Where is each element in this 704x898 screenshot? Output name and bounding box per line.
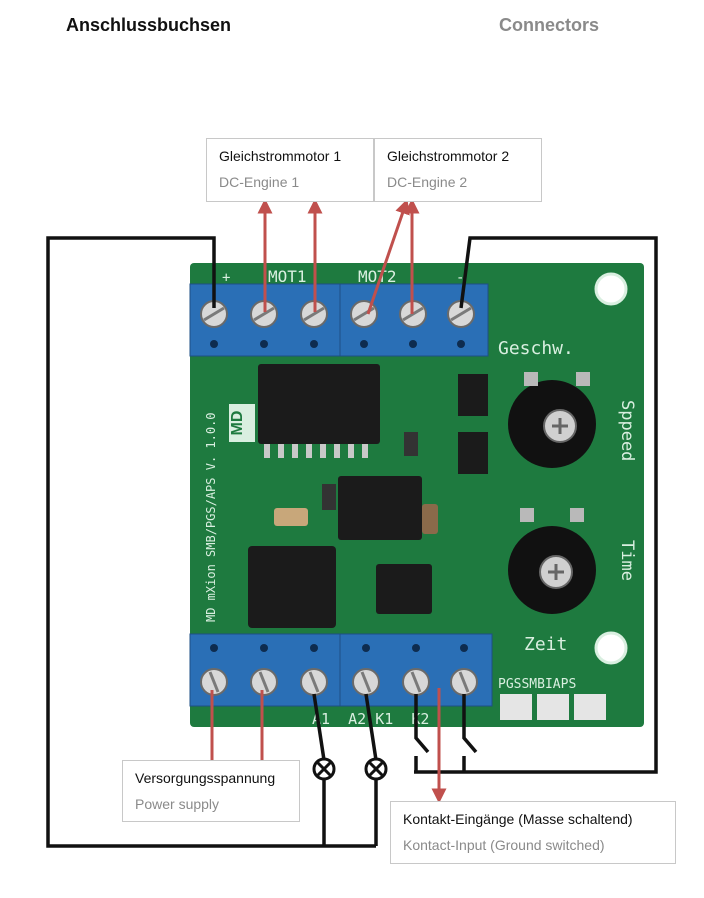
silk-time-de: Zeit bbox=[524, 634, 567, 655]
red-arrows bbox=[210, 198, 447, 804]
label-power-supply-de: Versorgungsspannung bbox=[135, 770, 276, 786]
lamp-a2-icon bbox=[364, 757, 388, 781]
diode-1 bbox=[458, 374, 488, 416]
variant-pads bbox=[500, 694, 606, 720]
svg-text:MD: MD bbox=[229, 411, 246, 436]
label-contact-inputs: Kontakt-Eingänge (Masse schaltend) Konta… bbox=[390, 801, 676, 864]
label-motor-2-de: Gleichstrommotor 2 bbox=[387, 148, 510, 164]
ic-controller bbox=[376, 564, 432, 614]
heading-german: Anschlussbuchsen bbox=[66, 15, 232, 35]
label-motor-2-en: DC-Engine 2 bbox=[387, 174, 468, 190]
small-diode bbox=[404, 432, 418, 456]
label-contact-inputs-en: Kontact-Input (Ground switched) bbox=[403, 837, 605, 853]
label-power-supply-en: Power supply bbox=[135, 796, 220, 812]
lamp-a1-icon bbox=[312, 757, 336, 781]
resistor bbox=[422, 504, 438, 534]
potentiometer-speed[interactable] bbox=[508, 372, 596, 468]
silk-side-text: MD mXion SMB/PGS/APS V. 1.0.0 bbox=[204, 412, 218, 622]
silk-time-en: Time bbox=[617, 540, 637, 581]
label-contact-inputs-de: Kontakt-Eingänge (Masse schaltend) bbox=[403, 811, 633, 827]
label-motor-1-en: DC-Engine 1 bbox=[219, 174, 300, 190]
capacitor bbox=[274, 508, 308, 526]
ic-driver-2 bbox=[338, 476, 422, 540]
heading-english: Connectors bbox=[499, 15, 600, 35]
silk-mot2: MOT2 bbox=[358, 267, 397, 286]
terminal-block-bottom bbox=[189, 633, 493, 707]
black-wiring bbox=[46, 236, 658, 848]
small-part bbox=[322, 484, 336, 510]
potentiometer-time[interactable] bbox=[508, 508, 596, 614]
silk-variants: PGSSMBIAPS bbox=[498, 677, 576, 692]
silk-minus: - bbox=[456, 270, 464, 286]
label-power-supply: Versorgungsspannung Power supply bbox=[122, 760, 300, 822]
label-motor-1: Gleichstrommotor 1 DC-Engine 1 bbox=[206, 138, 374, 202]
diode-2 bbox=[458, 432, 488, 474]
label-motor-2: Gleichstrommotor 2 DC-Engine 2 bbox=[374, 138, 542, 202]
mounting-hole bbox=[594, 272, 628, 306]
rectifier-bridge bbox=[248, 546, 336, 628]
terminal-block-top bbox=[189, 283, 489, 357]
md-logo: MD bbox=[229, 404, 255, 442]
label-motor-1-de: Gleichstrommotor 1 bbox=[219, 148, 342, 164]
silk-speed-de: Geschw. bbox=[498, 338, 574, 359]
mounting-hole bbox=[594, 631, 628, 665]
silk-speed-en: Sppeed bbox=[617, 400, 637, 461]
ic-driver-1 bbox=[258, 364, 380, 458]
silk-plus: + bbox=[222, 270, 230, 286]
silk-mot1: MOT1 bbox=[268, 267, 307, 286]
